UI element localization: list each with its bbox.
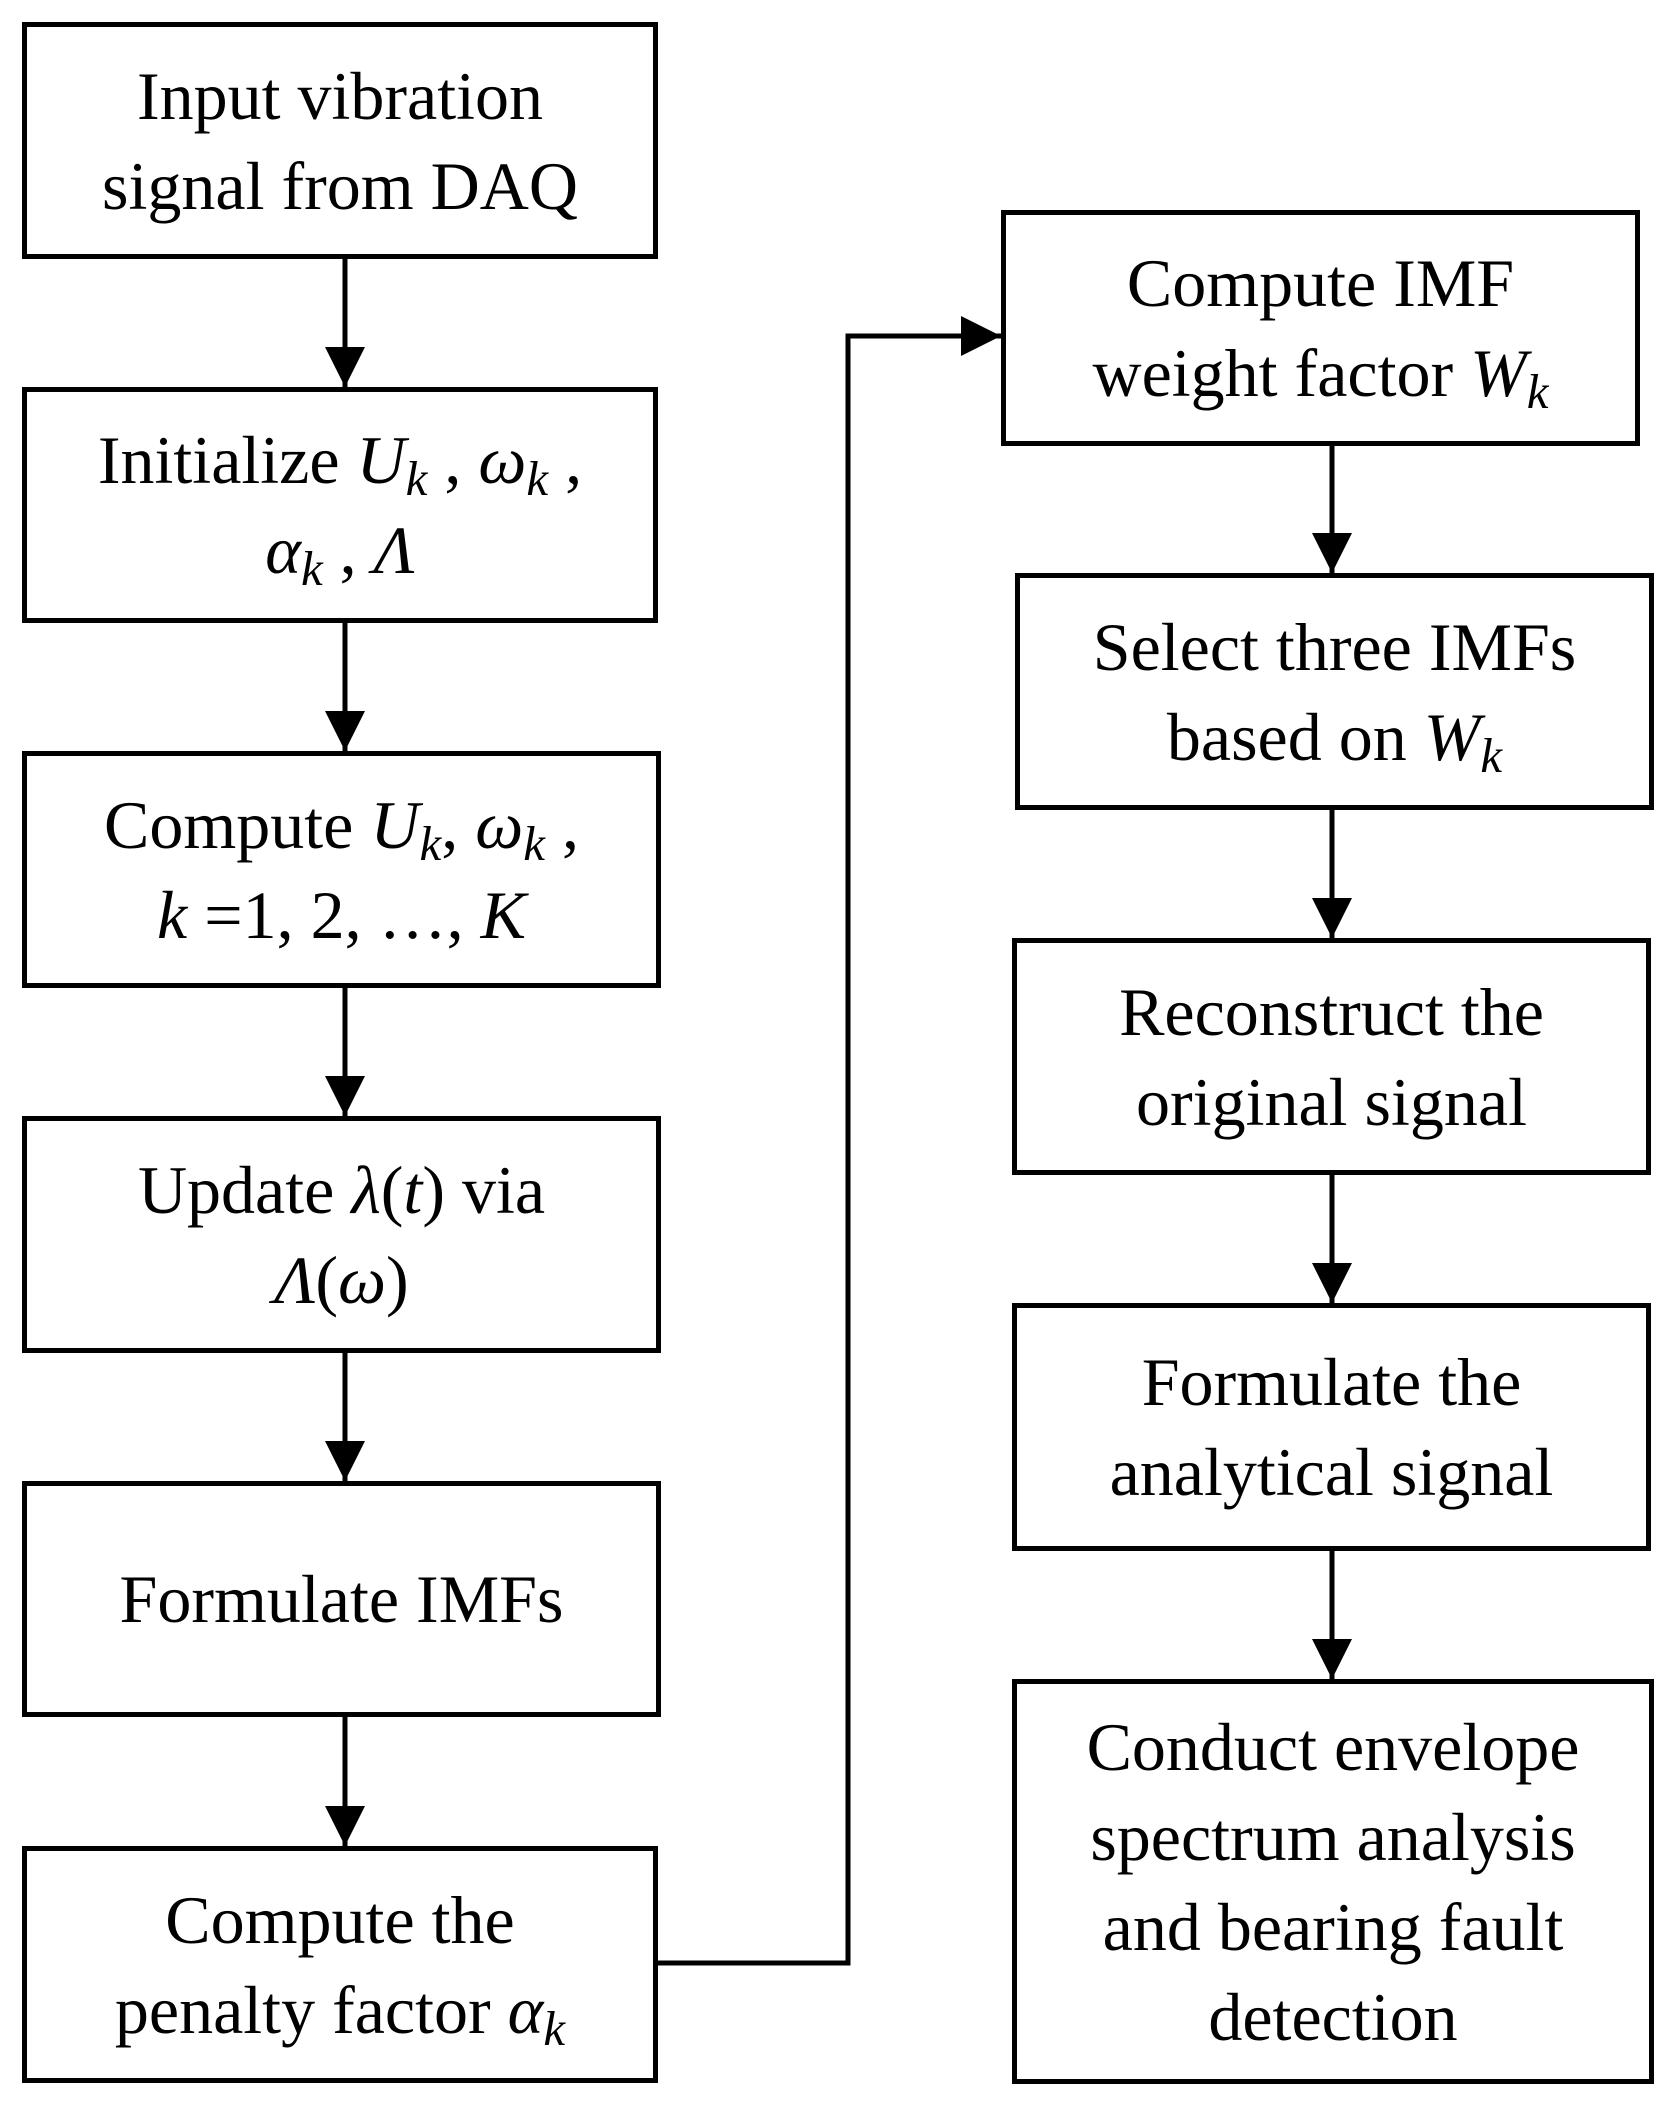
step-text-line: Select three IMFs — [1093, 602, 1576, 692]
step-envelope-spectrum-analysis: Conduct envelope spectrum analysis and bea… — [1012, 1679, 1654, 2084]
step-text-line: Reconstruct the — [1119, 967, 1544, 1057]
step-text-line: weight factor Wk — [1092, 328, 1548, 418]
step-text-line: Formulate the — [1142, 1337, 1522, 1427]
subscript: k — [1480, 727, 1503, 783]
step-text: ( — [380, 1151, 404, 1228]
step-text: Input vibration — [136, 57, 544, 134]
math-symbol: K — [480, 876, 526, 953]
math-symbol: ω — [338, 1241, 387, 1318]
step-text-line: analytical signal — [1110, 1427, 1554, 1517]
step-text-line: and bearing fault — [1103, 1882, 1564, 1972]
step-text-line: Compute Uk, ωk , — [104, 780, 579, 870]
step-text: and bearing fault — [1102, 1888, 1564, 1965]
step-reconstruct-original-signal: Reconstruct the original signal — [1012, 938, 1651, 1175]
math-symbol: ω — [478, 422, 527, 498]
math-symbol: α — [507, 1971, 544, 2048]
step-text-line: Λ(ω) — [274, 1235, 408, 1325]
math-symbol: Λ — [373, 512, 415, 588]
step-text: Select three IMFs — [1092, 608, 1577, 685]
step-text: ) — [386, 1241, 409, 1318]
step-text-line: detection — [1208, 1972, 1457, 2062]
step-text: , — [548, 422, 583, 498]
step-text: Conduct envelope — [1086, 1708, 1580, 1785]
step-input-vibration-signal: Input vibration signal from DAQ — [22, 22, 658, 259]
subscript: k — [523, 815, 545, 871]
step-text-line: signal from DAQ — [102, 141, 578, 231]
step-text: Formulate IMFs — [119, 1561, 564, 1637]
math-symbol: α — [265, 512, 301, 588]
step-text: spectrum analysis — [1090, 1798, 1576, 1875]
math-symbol: t — [403, 1151, 423, 1228]
step-initialize-parameters: Initialize Uk , ωk ,αk , Λ — [22, 387, 658, 623]
math-symbol: U — [356, 422, 406, 498]
math-symbol: k — [157, 876, 188, 953]
step-text-line: original signal — [1136, 1057, 1527, 1147]
step-text: Compute — [104, 786, 371, 863]
subscript: k — [526, 451, 549, 507]
step-text: , — [427, 422, 479, 498]
step-text: Formulate the — [1141, 1344, 1522, 1420]
step-text-line: Formulate IMFs — [120, 1554, 564, 1644]
step-text: Reconstruct the — [1119, 973, 1544, 1050]
subscript: k — [543, 2000, 566, 2056]
step-text-line: spectrum analysis — [1090, 1792, 1575, 1882]
step-text: Compute IMF — [1126, 245, 1515, 321]
step-text: original signal — [1136, 1063, 1527, 1140]
step-text: penalty factor — [114, 1971, 508, 2048]
subscript: k — [419, 815, 442, 871]
step-text: based on — [1166, 698, 1424, 775]
step-text-line: penalty factor αk — [115, 1965, 565, 2055]
subscript: k — [405, 451, 428, 507]
step-text: , — [544, 786, 579, 863]
step-formulate-imfs: Formulate IMFs — [22, 1481, 661, 1717]
step-text: Initialize — [97, 422, 357, 498]
step-text: detection — [1208, 1978, 1458, 2055]
math-symbol: ω — [475, 786, 524, 863]
math-symbol: U — [370, 786, 420, 863]
step-text: =1, 2, …, — [187, 876, 481, 953]
step-text: , — [322, 512, 374, 588]
step-text-line: based on Wk — [1167, 692, 1502, 782]
math-symbol: λ — [351, 1151, 381, 1228]
step-text-line: Compute IMF — [1127, 238, 1514, 328]
step-formulate-analytical-signal: Formulate the analytical signal — [1012, 1303, 1651, 1551]
step-text: Compute the — [165, 1881, 515, 1958]
step-text: weight factor — [1092, 335, 1471, 411]
step-text: ( — [315, 1241, 339, 1318]
step-compute-modes: Compute Uk, ωk ,k =1, 2, …, K — [22, 751, 661, 988]
math-symbol: W — [1470, 335, 1527, 411]
step-text-line: Initialize Uk , ωk , — [98, 415, 582, 505]
step-text-line: Update λ(t) via — [138, 1145, 545, 1235]
step-text-line: k =1, 2, …, K — [157, 870, 526, 960]
step-text: , — [441, 786, 476, 863]
subscript: k — [1526, 364, 1549, 420]
step-text-line: Compute the — [165, 1875, 514, 1965]
math-symbol: Λ — [274, 1241, 316, 1318]
step-text: analytical signal — [1109, 1434, 1554, 1510]
step-text: signal from DAQ — [102, 147, 578, 224]
subscript: k — [300, 541, 323, 597]
step-text: ) via — [422, 1151, 546, 1228]
arrow-penalty-to-weight-factor — [658, 316, 1001, 1966]
step-text-line: Conduct envelope — [1087, 1702, 1580, 1792]
step-text-line: Input vibration — [137, 51, 543, 141]
math-symbol: W — [1423, 698, 1481, 775]
step-text-line: αk , Λ — [265, 505, 415, 595]
step-text: Update — [137, 1151, 352, 1228]
